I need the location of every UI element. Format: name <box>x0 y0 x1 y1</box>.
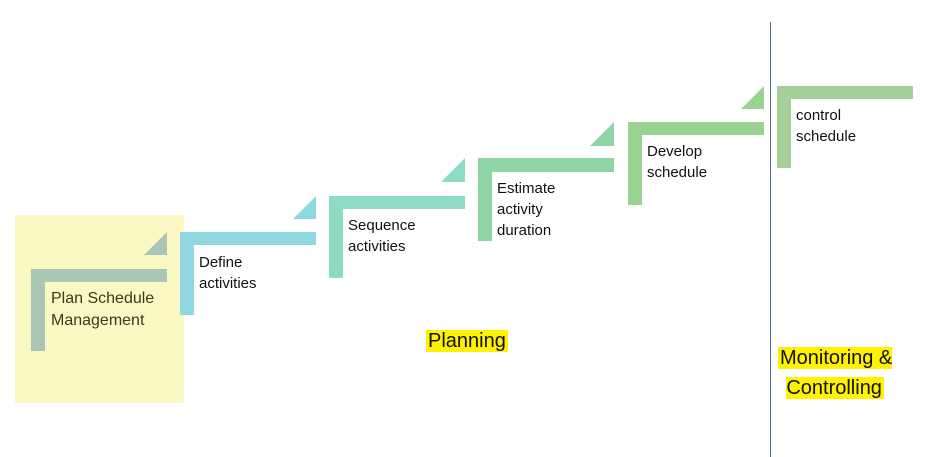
step-shape-estimate-activity-duration <box>478 122 614 241</box>
phase-label-planning: Planning <box>426 326 508 356</box>
step-label-plan-schedule-management: Plan Schedule Management <box>51 290 155 329</box>
step-label-control-schedule: control schedule <box>796 107 857 145</box>
phase-label-monitoring-controlling: Monitoring & Controlling <box>778 313 893 403</box>
planning-highlight: Planning <box>426 330 508 352</box>
step-label-sequence-activities: Sequence activities <box>348 217 416 255</box>
step-shape-define-activities <box>180 196 316 315</box>
step-shape-develop-schedule <box>628 86 764 205</box>
step-shape-sequence-activities <box>329 158 465 278</box>
step-label-develop-schedule: Develop schedule <box>647 143 708 181</box>
step-shape-plan-schedule-management <box>31 232 167 351</box>
step-label-define-activities: Define activities <box>199 254 257 292</box>
step-label-estimate-activity-duration: Estimate activity duration <box>497 180 556 239</box>
phase-divider-line <box>770 22 771 457</box>
monitoring-controlling-highlight: Monitoring & Controlling <box>778 347 893 399</box>
step-shape-control-schedule <box>777 86 913 168</box>
